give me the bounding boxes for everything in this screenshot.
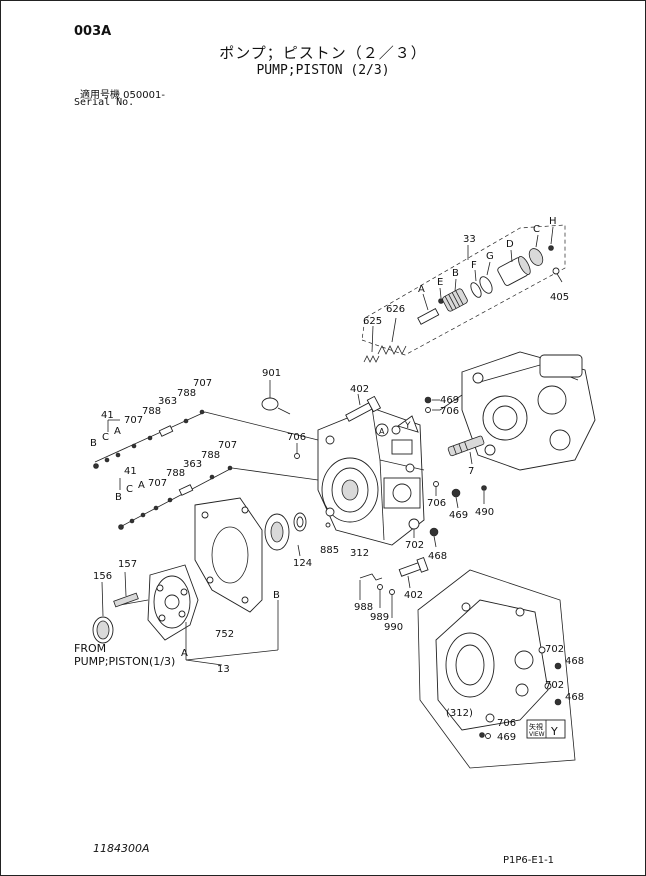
leader-row-2 [231, 467, 319, 481]
pump-housing-312 [317, 407, 425, 546]
plug-702-468 [408, 518, 439, 548]
plug-cluster-right [433, 481, 487, 509]
parts-988-990 [359, 573, 395, 618]
callout-752: 752 [215, 629, 234, 640]
callout-33: 33 [463, 234, 476, 245]
callout-468-a: 468 [428, 551, 447, 562]
callout-706-b: 706 [440, 406, 459, 417]
valve-plate-752 [194, 497, 263, 613]
cylinder-block [119, 564, 199, 641]
callout-469-a: 469 [440, 395, 459, 406]
callout-41-b: 41 [124, 466, 137, 477]
callout-469-b: 469 [449, 510, 468, 521]
callout-A: A [418, 284, 425, 295]
callout-626: 626 [386, 304, 405, 315]
callout-885: 885 [320, 545, 339, 556]
callout-901: 901 [262, 368, 281, 379]
from-label-line2: PUMP;PISTON(1/3) [74, 655, 175, 668]
callout-41-a: 41 [101, 410, 114, 421]
plug-469-706-top [424, 396, 440, 413]
callout-707-d: 707 [148, 478, 167, 489]
page-code: 003A [74, 24, 112, 39]
callout-490: 490 [475, 507, 494, 518]
callout-788-c: 788 [201, 450, 220, 461]
callout-13: 13 [217, 664, 230, 675]
regulator-kit-group [361, 224, 566, 363]
callout-C-b: C [126, 484, 133, 495]
callout-B: B [452, 268, 459, 279]
view-box-jp: 矢視 [529, 722, 543, 731]
title-japanese: ポンプ；ピストン（２／３） [219, 44, 427, 62]
bolt-402-upper [345, 393, 382, 422]
callout-A-a: A [114, 426, 121, 437]
callout-F: F [471, 260, 477, 271]
callout-D: D [506, 239, 514, 250]
callout-706-d: 706 [497, 718, 516, 729]
callout-312: 312 [350, 548, 369, 559]
serial-label-japanese: 適用号機 050001- [80, 90, 165, 101]
callout-469-c: 469 [497, 732, 516, 743]
callout-702-a: 702 [405, 540, 424, 551]
callout-788-b: 788 [142, 406, 161, 417]
view-markers [375, 415, 419, 437]
callout-788-a: 788 [177, 388, 196, 399]
callout-989: 989 [370, 612, 389, 623]
callout-988: 988 [354, 602, 373, 613]
callout-707-a: 707 [193, 378, 212, 389]
small-parts-row-2 [118, 465, 233, 530]
serial-label-english: Serial No. [74, 97, 135, 108]
callout-405: 405 [550, 292, 569, 303]
callout-788-d: 788 [166, 468, 185, 479]
drawing-number: 1184300A [93, 842, 150, 855]
housing-detail-view [417, 569, 576, 769]
callout-B-a: B [90, 438, 97, 449]
callout-402-lower: 402 [404, 590, 423, 601]
callout-B-b: B [115, 492, 122, 503]
view-box-en: VIEW [529, 731, 545, 738]
ref-view-y: Y [404, 421, 411, 431]
callout-702-b: 702 [545, 644, 564, 655]
callout-A-bracket: A [181, 648, 188, 659]
pin-157-ring-156 [92, 571, 139, 644]
title-english: PUMP;PISTON (2/3) [256, 63, 390, 78]
callout-702-c: 702 [545, 680, 564, 691]
callout-468-b: 468 [565, 656, 584, 667]
callout-E: E [437, 277, 443, 288]
callout-363-c: 363 [183, 459, 202, 470]
view-box-y: Y [550, 725, 558, 738]
callout-A-b: A [138, 480, 145, 491]
small-parts-row-1 [93, 409, 206, 469]
bolt-402-lower [398, 557, 429, 589]
callout-707-c: 707 [218, 440, 237, 451]
callout-7: 7 [468, 466, 474, 477]
callout-706-c: 706 [427, 498, 446, 509]
callout-707-b: 707 [124, 415, 143, 426]
callout-H: H [549, 216, 557, 227]
callout-363-a: 363 [158, 396, 177, 407]
eye-bolt-901 [261, 380, 291, 415]
callout-C: C [533, 224, 540, 235]
sheet-number: P1P6-E1-1 [503, 855, 555, 866]
callout-156: 156 [93, 571, 112, 582]
callout-G: G [486, 251, 494, 262]
callout-706-a: 706 [287, 432, 306, 443]
bearing-124 [264, 512, 331, 557]
callout-312-detail: (312) [446, 708, 473, 719]
callout-990: 990 [384, 622, 403, 633]
callout-C-a: C [102, 432, 109, 443]
plug-706-left [294, 443, 300, 459]
callout-124: 124 [293, 558, 312, 569]
callout-B-bracket: B [273, 590, 280, 601]
leader-row-1 [204, 411, 319, 441]
ref-circle-a: A [379, 427, 385, 436]
callout-625: 625 [363, 316, 382, 327]
callout-402: 402 [350, 384, 369, 395]
pump-assembly-view [439, 351, 596, 471]
callout-468-c: 468 [565, 692, 584, 703]
bracket-13 [185, 600, 279, 666]
callout-157: 157 [118, 559, 137, 570]
from-label-line1: FROM [74, 642, 106, 655]
